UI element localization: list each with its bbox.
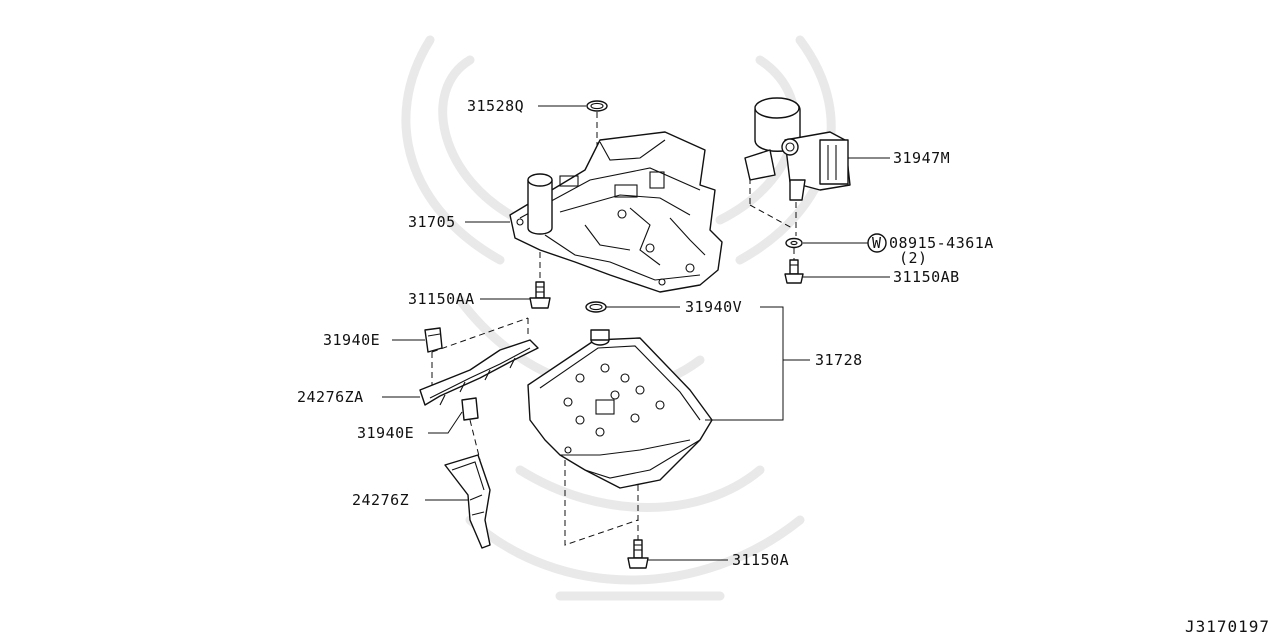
label-31705: 31705 — [408, 213, 456, 231]
label-31150ab: 31150AB — [893, 268, 960, 286]
bolt-31150a — [627, 539, 649, 569]
bolt-31150ab — [784, 259, 804, 284]
label-31528q: 31528Q — [467, 97, 524, 115]
label-31940e-lower: 31940E — [357, 424, 414, 442]
label-31150a: 31150A — [732, 551, 789, 569]
clip-31940e-lower — [461, 397, 479, 421]
washer-08915-4361a — [785, 233, 887, 253]
diagram-reference-code: J3170197 — [1185, 617, 1270, 636]
solenoid-31947m — [744, 97, 851, 201]
label-24276za: 24276ZA — [297, 388, 364, 406]
label-quantity: (2) — [899, 249, 928, 267]
label-24276z: 24276Z — [352, 491, 409, 509]
clip-31940e-upper — [424, 327, 443, 353]
control-valve-body-31705 — [509, 131, 723, 293]
label-31947m: 31947M — [893, 149, 950, 167]
o-ring-31528q — [586, 100, 608, 112]
washer-symbol: W — [872, 234, 882, 252]
label-31940v: 31940V — [685, 298, 742, 316]
bolt-31150aa — [529, 281, 551, 309]
label-31940e-upper: 31940E — [323, 331, 380, 349]
o-ring-31940v — [585, 301, 607, 313]
oil-strainer-31728 — [527, 329, 713, 489]
label-31150aa: 31150AA — [408, 290, 475, 308]
label-08915-4361a: 08915-4361A — [889, 234, 994, 252]
harness-24276z — [444, 454, 491, 549]
label-31728: 31728 — [815, 351, 863, 369]
harness-24276za — [419, 339, 539, 406]
